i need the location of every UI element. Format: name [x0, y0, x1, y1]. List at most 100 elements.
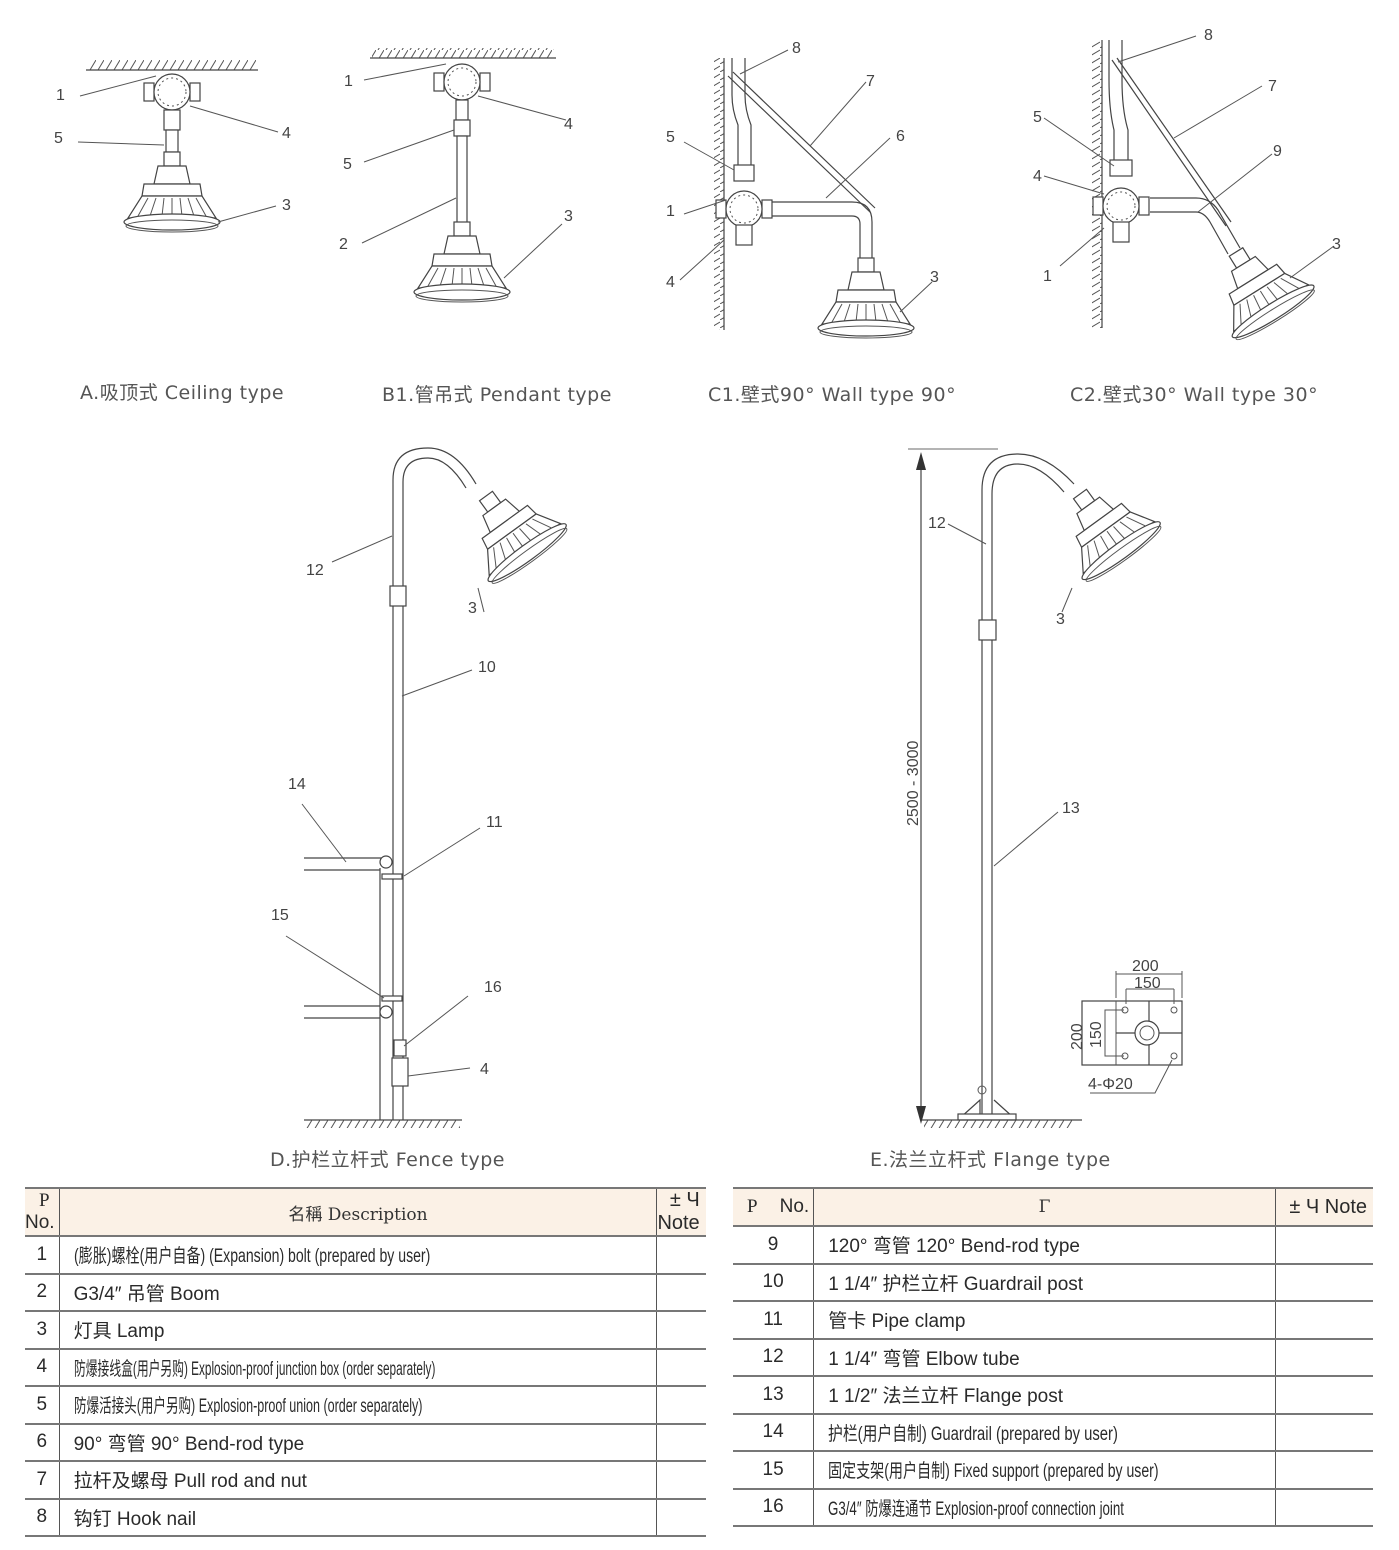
callout-label: 3 — [468, 600, 477, 617]
callout-label: 14 — [288, 776, 306, 793]
callout-label: 3 — [564, 208, 573, 225]
caption-pendant-type: B1.管吊式 Pendant type — [382, 384, 612, 406]
callout-label: 4 — [564, 116, 573, 133]
callout-label: 10 — [478, 659, 496, 676]
callout-label: 3 — [1056, 611, 1065, 628]
callout-label: 2 — [339, 236, 348, 253]
table-header-row: P No. 名稱 Description ± Ч Note — [25, 1187, 706, 1237]
plate-outer-width: 200 — [1132, 958, 1159, 975]
caption-ceiling-type: A.吸顶式 Ceiling type — [80, 382, 285, 404]
part-note — [656, 1461, 706, 1500]
header-no: P No. — [733, 1187, 815, 1227]
part-note — [1275, 1413, 1373, 1452]
callout-label: 12 — [306, 562, 324, 579]
header-no: P No. — [25, 1187, 60, 1237]
diagram-ceiling: 1 5 4 3 — [54, 60, 291, 233]
header-note: ± Ч Note — [1275, 1187, 1373, 1227]
part-description: 1 1/2″ 法兰立杆 Flange post — [813, 1376, 1276, 1415]
part-note — [1275, 1451, 1373, 1490]
part-description: G3/4″ 吊管 Boom — [59, 1273, 658, 1312]
caption-wall-30: C2.壁式30° Wall type 30° — [1070, 384, 1319, 406]
header-p: P — [747, 1196, 758, 1217]
part-note — [656, 1236, 706, 1275]
caption-fence-type: D.护栏立杆式 Fence type — [270, 1149, 505, 1171]
callout-label: 8 — [1204, 27, 1213, 44]
part-note — [1275, 1263, 1373, 1302]
part-description: 120° 弯管 120° Bend-rod type — [813, 1226, 1276, 1265]
header-p: P — [39, 1190, 50, 1211]
callout-label: 6 — [896, 128, 905, 145]
part-description: G3/4″ 防爆连通节 Explosion-proof connection j… — [828, 1498, 1125, 1520]
callout-label: 3 — [282, 197, 291, 214]
callout-label: 3 — [930, 269, 939, 286]
diagram-fence: 12 3 10 14 11 15 16 4 — [271, 447, 573, 1128]
plate-holes-spec: 4-Φ20 — [1088, 1076, 1133, 1093]
callout-label: 4 — [480, 1061, 489, 1078]
part-note — [1275, 1376, 1373, 1415]
part-description: 90° 弯管 90° Bend-rod type — [59, 1423, 658, 1462]
callout-label: 5 — [666, 129, 675, 146]
diagram-wall-90: 8 7 6 5 1 4 3 — [666, 40, 939, 339]
plate-inner-height: 150 — [1088, 1021, 1105, 1048]
part-description: 灯具 Lamp — [59, 1311, 658, 1350]
callout-label: 3 — [1332, 236, 1341, 253]
caption-flange-type: E.法兰立杆式 Flange type — [870, 1149, 1111, 1171]
table-header-row: P No. Γ ± Ч Note — [733, 1187, 1373, 1227]
callout-label: 5 — [54, 130, 63, 147]
callout-label: 7 — [1268, 78, 1277, 95]
callout-label: 5 — [1033, 109, 1042, 126]
callout-label: 7 — [866, 73, 875, 90]
part-description: 1 1/4″ 护栏立杆 Guardrail post — [813, 1263, 1276, 1302]
caption-wall-90: C1.壁式90° Wall type 90° — [708, 384, 957, 406]
callout-label: 1 — [344, 73, 353, 90]
callout-label: 13 — [1062, 800, 1080, 817]
callout-label: 4 — [282, 125, 291, 142]
callout-label: 11 — [486, 814, 503, 831]
part-description: 护栏(用户自制) Guardrail (prepared by user) — [828, 1423, 1119, 1445]
part-note — [1275, 1338, 1373, 1377]
header-description: 名稱 Description — [59, 1187, 658, 1237]
flange-plate-detail: 200 150 200 150 4-Φ20 — [1069, 958, 1183, 1094]
diagram-flange: 2500 - 3000 12 3 13 200 150 200 150 4- — [905, 448, 1183, 1128]
height-dimension: 2500 - 3000 — [905, 740, 922, 826]
part-note — [656, 1311, 706, 1350]
diagram-canvas: 1 5 4 3 1 5 2 4 3 — [54, 27, 1341, 1128]
callout-label: 4 — [1033, 168, 1042, 185]
part-note — [656, 1423, 706, 1462]
callout-label: 4 — [666, 274, 675, 291]
part-description: 防爆活接头(用户另购) Explosion-proof union (order… — [73, 1396, 423, 1418]
part-note — [1275, 1226, 1373, 1265]
part-description: 防爆接线盒(用户另购) Explosion-proof junction box… — [73, 1358, 435, 1380]
part-description: 钩钉 Hook nail — [59, 1498, 658, 1537]
callout-label: 5 — [343, 156, 352, 173]
part-note — [656, 1273, 706, 1312]
callout-label: 15 — [271, 907, 289, 924]
part-description: 固定支架(用户自制) Fixed support (prepared by us… — [828, 1461, 1159, 1483]
part-note — [1275, 1301, 1373, 1340]
header-description: Γ — [813, 1187, 1276, 1227]
callout-label: 12 — [928, 515, 946, 532]
plate-outer-height: 200 — [1069, 1023, 1086, 1050]
part-description: 管卡 Pipe clamp — [813, 1301, 1276, 1340]
part-description: (膨胀)螺栓(用户自备) (Expansion) bolt (prepared … — [73, 1246, 430, 1268]
header-note: ± Ч Note — [656, 1187, 706, 1237]
diagram-wall-30: 8 7 5 9 4 1 3 — [1033, 27, 1341, 346]
callout-label: 1 — [666, 203, 675, 220]
part-description: 拉杆及螺母 Pull rod and nut — [59, 1461, 658, 1500]
